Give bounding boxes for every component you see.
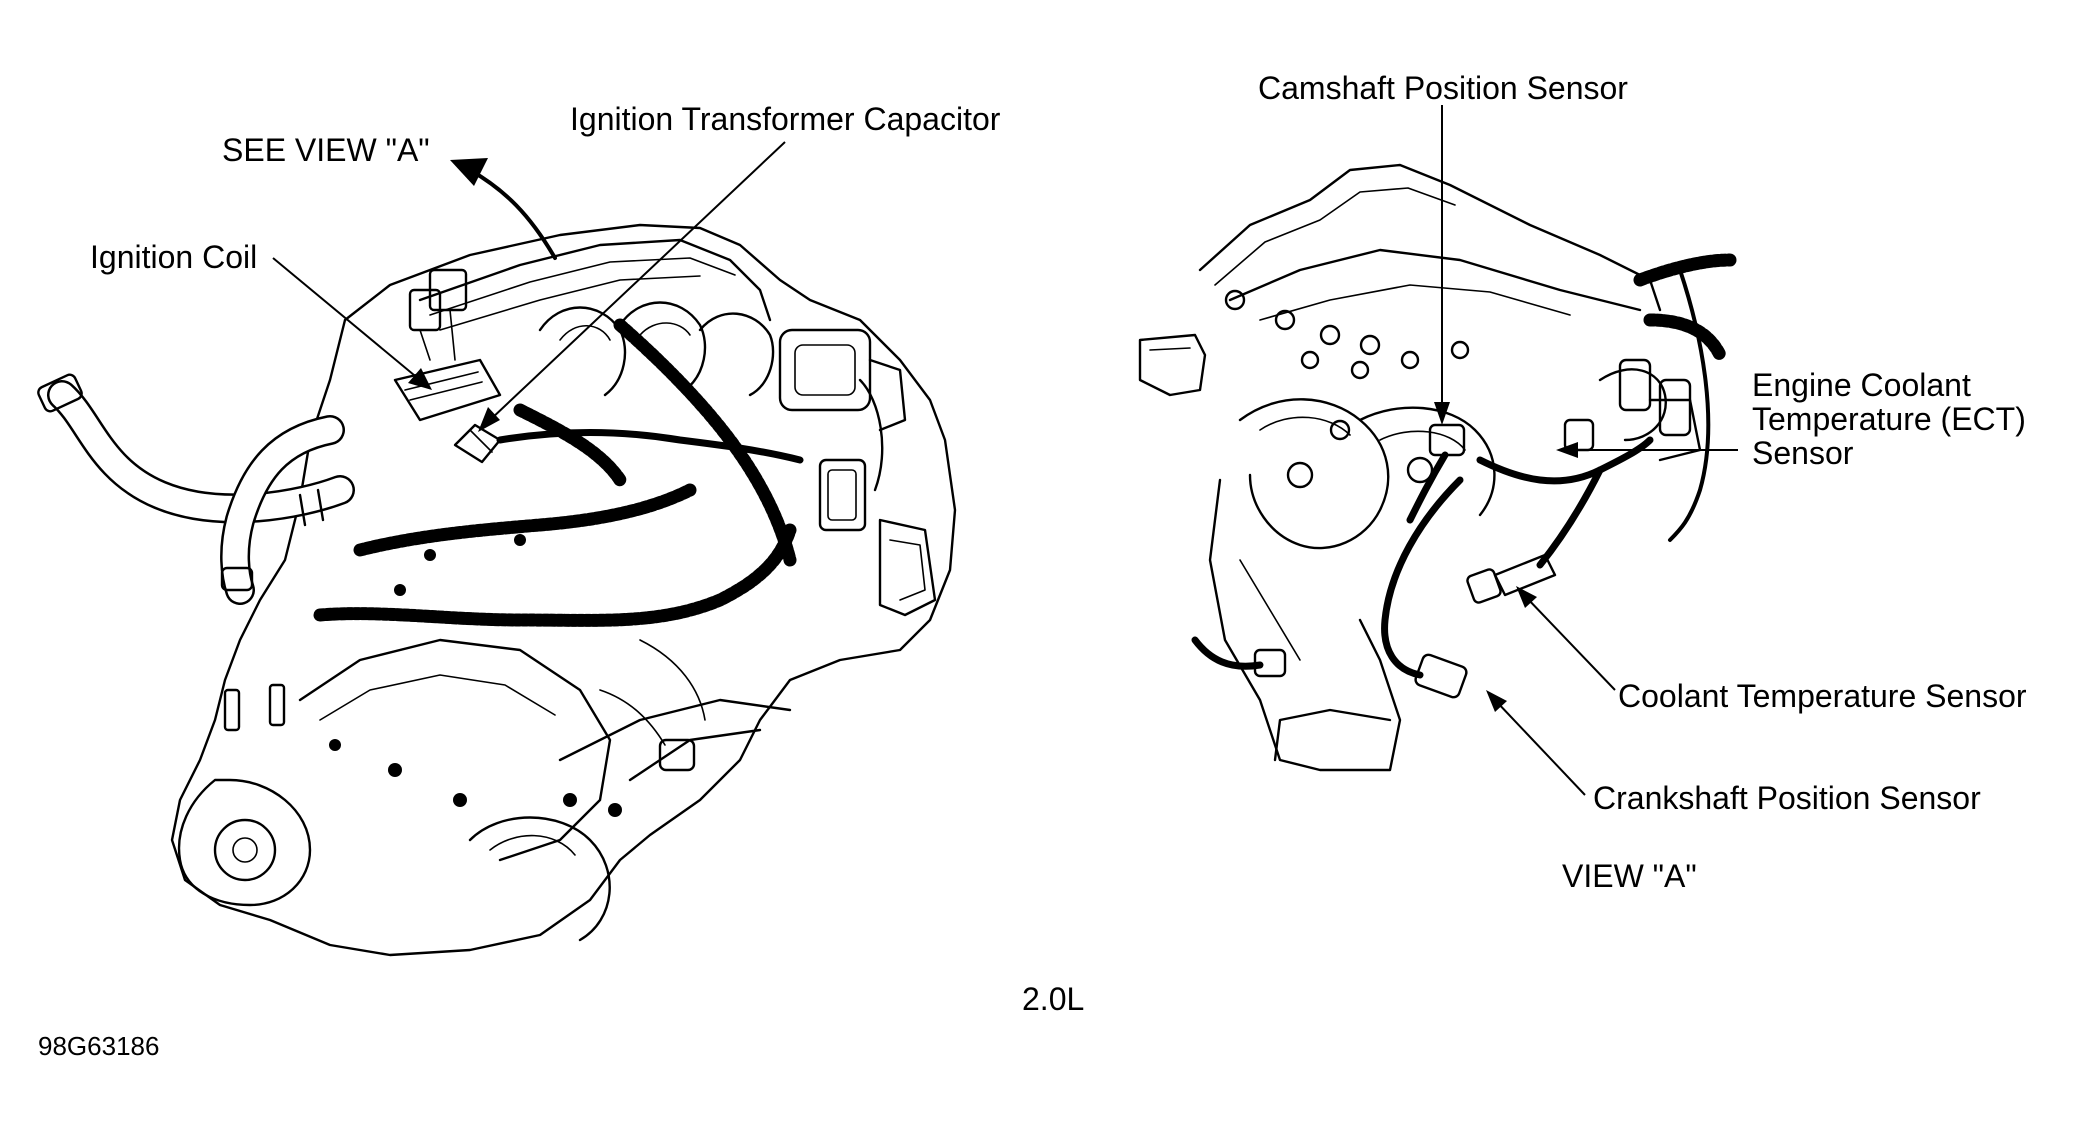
ignition-coil-label: Ignition Coil (90, 239, 258, 275)
figure-id-label: 98G63186 (38, 1031, 160, 1061)
leader-lines (272, 105, 1738, 796)
ignition-transformer-capacitor-label: Ignition Transformer Capacitor (570, 101, 1001, 137)
engine-size-label: 2.0L (1022, 981, 1085, 1017)
engine-coolant-temperature-sensor-label: Engine Coolant Temperature (ECT) Sensor (1752, 367, 2026, 471)
camshaft-position-sensor-label: Camshaft Position Sensor (1258, 70, 1628, 106)
coolant-temperature-sensor-label: Coolant Temperature Sensor (1618, 678, 2027, 714)
engine-assembly-drawing (37, 223, 957, 957)
view-a-drawing (1138, 163, 1737, 772)
see-view-a-arrow (450, 158, 557, 260)
see-view-a-label: SEE VIEW "A" (222, 132, 430, 168)
crankshaft-position-sensor-label: Crankshaft Position Sensor (1593, 780, 1981, 816)
view-a-label: VIEW "A" (1562, 858, 1697, 894)
